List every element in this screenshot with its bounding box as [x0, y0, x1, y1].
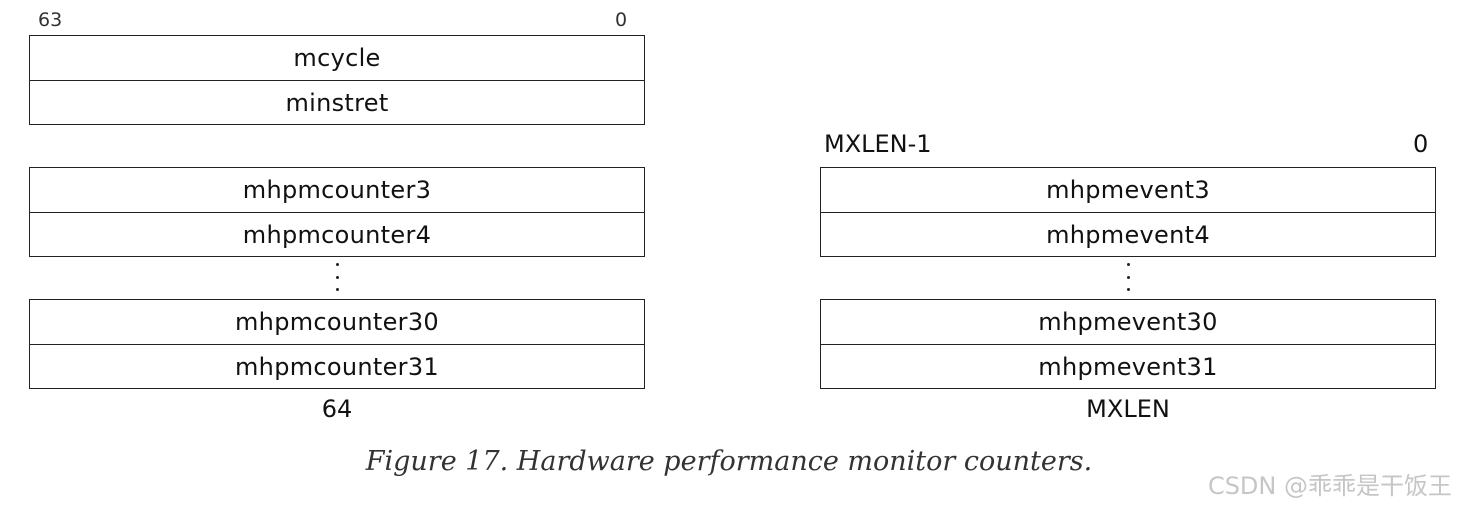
right-bit-high-label: MXLEN-1 — [824, 130, 932, 158]
machine-counter-group: mcycle minstret — [29, 35, 645, 125]
hpm-counter-group-top: mhpmcounter3 mhpmcounter4 — [29, 167, 645, 257]
register-mhpmevent3: mhpmevent3 — [1046, 176, 1210, 204]
register-mhpmevent4: mhpmevent4 — [821, 212, 1435, 256]
left-bit-high-label: 63 — [38, 9, 63, 31]
right-bit-low-label: 0 — [1413, 130, 1429, 158]
right-ellipsis-icon — [1113, 263, 1143, 291]
hpm-event-group-top: mhpmevent3 mhpmevent4 — [820, 167, 1436, 257]
left-width-label: 64 — [321, 395, 353, 423]
register-mhpmevent30: mhpmevent30 — [1038, 308, 1218, 336]
left-ellipsis-icon — [322, 263, 352, 291]
hpm-counter-group-bottom: mhpmcounter30 mhpmcounter31 — [29, 299, 645, 389]
figure-caption: Figure 17. Hardware performance monitor … — [365, 446, 1093, 477]
register-mhpmcounter30: mhpmcounter30 — [235, 308, 439, 336]
hpm-event-group-bottom: mhpmevent30 mhpmevent31 — [820, 299, 1436, 389]
register-mhpmcounter31: mhpmcounter31 — [30, 344, 644, 388]
register-mhpmcounter4: mhpmcounter4 — [30, 212, 644, 256]
register-mcycle: mcycle — [293, 44, 381, 72]
register-minstret: minstret — [30, 80, 644, 124]
left-bit-low-label: 0 — [615, 9, 628, 31]
watermark: CSDN @乖乖是干饭王 — [1207, 472, 1452, 500]
register-mhpmevent31: mhpmevent31 — [821, 344, 1435, 388]
register-mhpmcounter3: mhpmcounter3 — [242, 176, 432, 204]
right-width-label: MXLEN — [1086, 395, 1170, 423]
